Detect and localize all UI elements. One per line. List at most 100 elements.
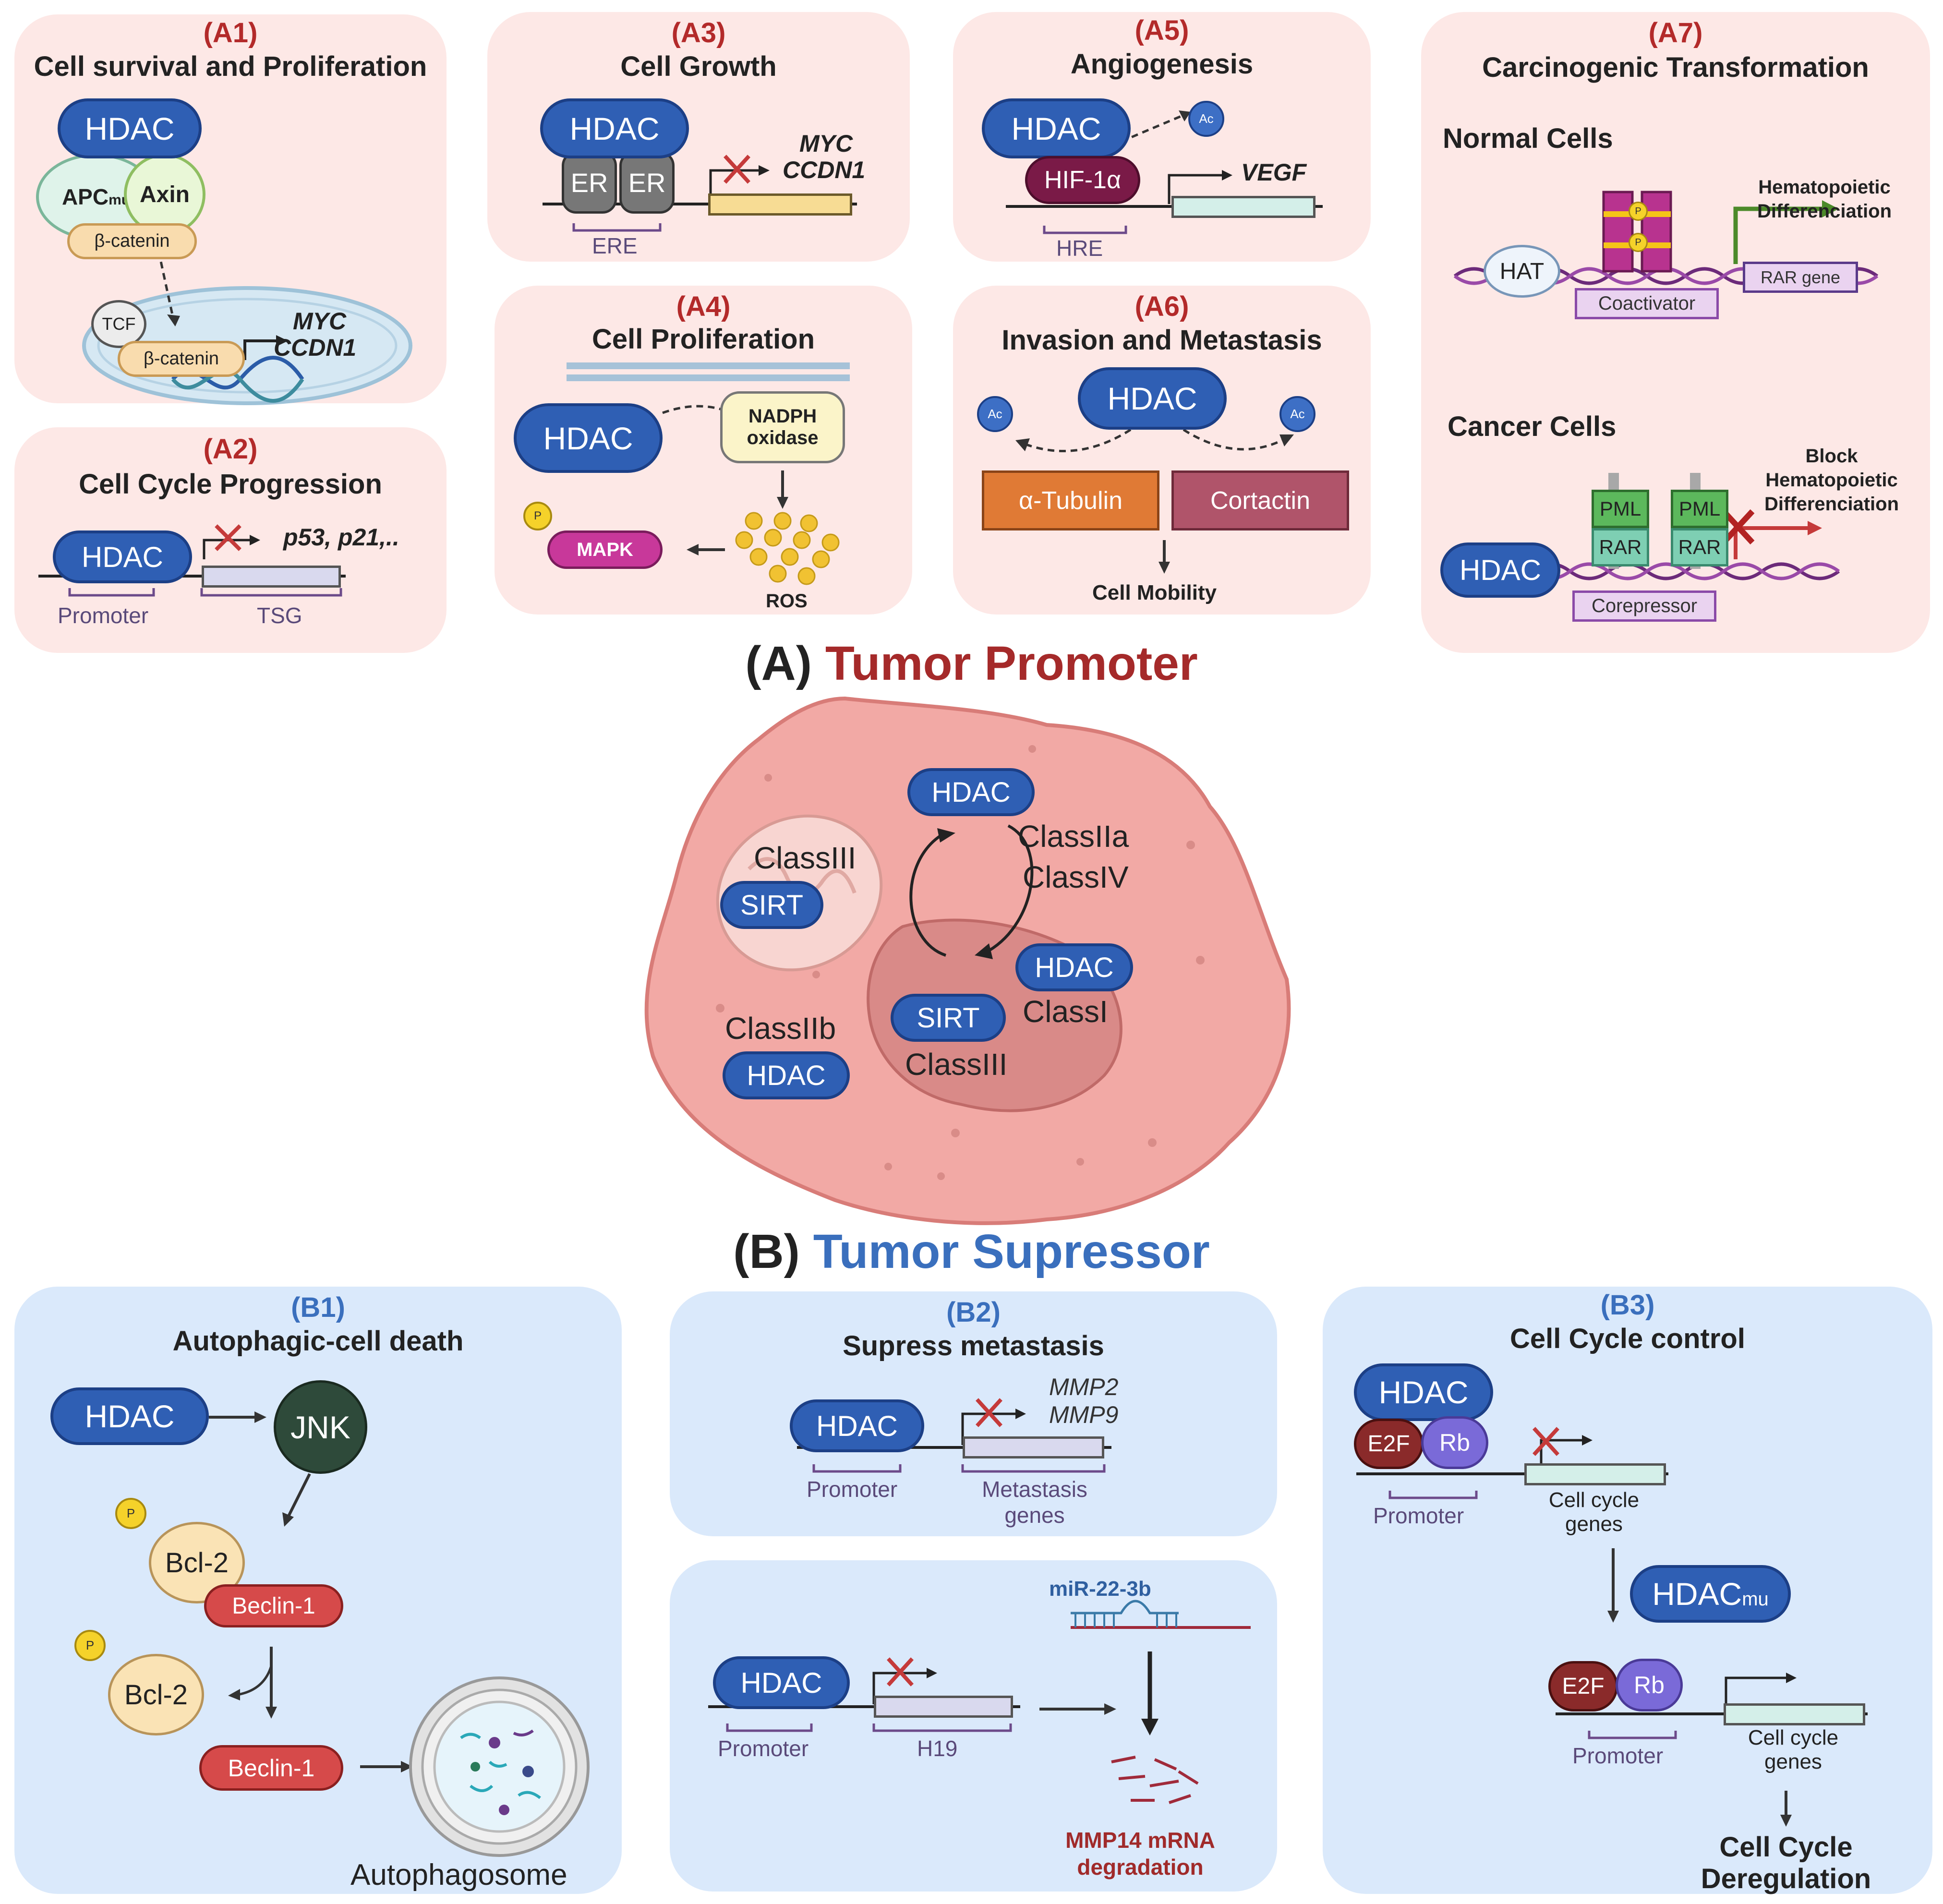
rar-gene-box: RAR gene [1743, 262, 1858, 293]
ere-label: ERE [592, 233, 638, 258]
heading-b-prefix: (B) [733, 1225, 800, 1278]
hdac-pill: HDAC [1440, 542, 1560, 598]
dereg-text: Cell Cycle Deregulation [1701, 1832, 1871, 1894]
hdac-pill: HDAC [1078, 367, 1227, 430]
mmp14-degradation-label: MMP14 mRNA degradation [1054, 1827, 1227, 1880]
cell-cycle-gene-bar-active [1724, 1703, 1865, 1725]
acetyl-group-right-icon: Ac [1279, 396, 1315, 432]
beta-catenin: β-catenin [67, 223, 197, 259]
panel-id: (A1) [203, 17, 258, 48]
promoter-label: Promoter [58, 603, 149, 628]
promoter-label: Promoter [1572, 1743, 1664, 1768]
bcl2-protein-2: Bcl-2 [108, 1654, 204, 1735]
panel-a1: (A1) Cell survival and Proliferation APC… [14, 14, 447, 405]
hdac-pill: HDAC [50, 1387, 209, 1445]
beclin-1-protein-2: Beclin-1 [199, 1745, 343, 1791]
panel-id: (A3) [671, 17, 726, 48]
class-iia-label: ClassIIa [1018, 819, 1129, 854]
beta-catenin-nuclear: β-catenin [118, 341, 245, 377]
cell-mobility-label: Cell Mobility [1092, 581, 1217, 604]
hdac-pill: HDAC [540, 98, 689, 158]
gene-mmp9: MMP9 [1049, 1401, 1119, 1428]
alpha-tubulin-box: α-Tubulin [982, 470, 1159, 530]
gene-ccdn1: CCDN1 [274, 334, 357, 361]
heading-tumor-promoter: (A) Tumor Promoter [0, 636, 1943, 691]
panel-id: (B3) [1600, 1289, 1655, 1321]
class-iii-mito-label: ClassIII [754, 841, 857, 875]
ros-label: ROS [766, 590, 808, 612]
degraded-mrna-fragments [1111, 1756, 1199, 1804]
gene-myc: MYC [799, 130, 853, 157]
panel-title: Invasion and Metastasis [1002, 325, 1322, 356]
b1-graphics [209, 1411, 590, 1857]
hre-label: HRE [1056, 236, 1103, 261]
cell-cycle-genes-text: Cell cycle genes [1548, 1488, 1640, 1536]
panel-b1: (B1) Autophagic-cell death HDAC JNK P Bc… [14, 1287, 622, 1894]
corepressor-box: Corepressor [1572, 590, 1716, 622]
h19-label: H19 [917, 1736, 958, 1761]
phosphate-icon: P [115, 1498, 146, 1529]
cell-cycle-gene-bar [1524, 1463, 1666, 1485]
panel-title: Cell Growth [620, 51, 777, 82]
tcf-protein: TCF [91, 300, 146, 348]
panel-a4: (A4) Cell Proliferation HDAC NADPH oxida… [495, 286, 912, 615]
mapk-protein: MAPK [547, 530, 663, 569]
panel-id: (A5) [1134, 15, 1189, 46]
panel-id: (B1) [291, 1292, 345, 1323]
panel-a5: (A5) Angiogenesis HDAC HIF-1α Ac VEGF HR… [953, 12, 1371, 262]
phosphate-icon: P [523, 502, 552, 530]
panel-title: Carcinogenic Transformation [1482, 52, 1869, 83]
panel-title: Cell survival and Proliferation [34, 51, 427, 82]
panel-id: (A7) [1648, 17, 1703, 48]
sirt-pill-nucleus: SIRT [891, 994, 1006, 1042]
autophagosome-label: Autophagosome [350, 1858, 567, 1892]
hdac-pill-class-iib: HDAC [723, 1051, 850, 1099]
panel-title: Cell Cycle Progression [79, 469, 382, 500]
coactivator-box: Coactivator [1575, 288, 1719, 319]
cortactin-box: Cortactin [1171, 470, 1349, 530]
mmp14-text: MMP14 mRNA degradation [1065, 1828, 1215, 1880]
a4-graphics [567, 362, 850, 585]
er-receptor-1: ER [562, 151, 617, 214]
acetyl-group-icon: Ac [1188, 101, 1224, 137]
vegf-gene-bar [1171, 196, 1315, 218]
cell-cycle-deregulation-label: Cell Cycle Deregulation [1692, 1832, 1880, 1895]
panel-id: (A4) [676, 291, 731, 322]
h19-gene-bar [874, 1696, 1013, 1718]
b2-mirna-graphics [708, 1600, 1251, 1804]
hat-protein: HAT [1484, 245, 1560, 298]
cancer-cells-label: Cancer Cells [1448, 411, 1617, 442]
class-iv-label: ClassIV [1023, 860, 1129, 894]
gene-vegf: VEGF [1241, 159, 1307, 186]
panel-b2: (B2) Supress metastasis HDAC MMP2 MMP9 P… [670, 1291, 1277, 1536]
hdac-pill: HDAC [713, 1656, 850, 1709]
cell-cycle-genes-label: Cell cycle genes [1524, 1488, 1664, 1536]
metastasis-genes-text: Metastasis genes [982, 1477, 1087, 1528]
axin-label: Axin [139, 181, 190, 207]
ros-dots [735, 512, 840, 585]
acetyl-group-left-icon: Ac [977, 396, 1013, 432]
hdac-pill: HDAC [58, 98, 202, 158]
hdac-pill: HDAC [53, 530, 192, 583]
tsg-gene-bar [202, 566, 341, 588]
nadph-oxidase: NADPH oxidase [720, 391, 845, 463]
cell-cycle-genes-text: Cell cycle genes [1748, 1726, 1839, 1773]
jnk-protein: JNK [274, 1380, 367, 1474]
e2f-protein: E2F [1354, 1419, 1424, 1469]
phosphate-icon: P [1629, 233, 1648, 252]
metastasis-genes-label: Metastasis genes [963, 1476, 1107, 1528]
tsg-label: TSG [257, 603, 302, 628]
panel-b2-mirna: HDAC Promoter H19 miR-22-3b MMP14 mRNA d… [670, 1560, 1277, 1892]
promoter-label: Promoter [1373, 1503, 1464, 1528]
rar-protein-1: RAR [1592, 528, 1649, 566]
mirna-label: miR-22-3b [1049, 1577, 1151, 1601]
phosphate-icon: P [74, 1630, 106, 1661]
e2f-protein: E2F [1548, 1661, 1618, 1711]
class-i-label: ClassI [1023, 994, 1108, 1029]
heading-a-label: Tumor Promoter [825, 637, 1198, 690]
hdac-pill-nucleus: HDAC [1015, 943, 1133, 991]
panel-a7: (A7) Carcinogenic Transformation Normal … [1421, 12, 1930, 653]
gene-myc: MYC [293, 308, 347, 335]
hdac-pill: HDAC [790, 1399, 924, 1452]
panel-id: (B2) [946, 1297, 1001, 1328]
